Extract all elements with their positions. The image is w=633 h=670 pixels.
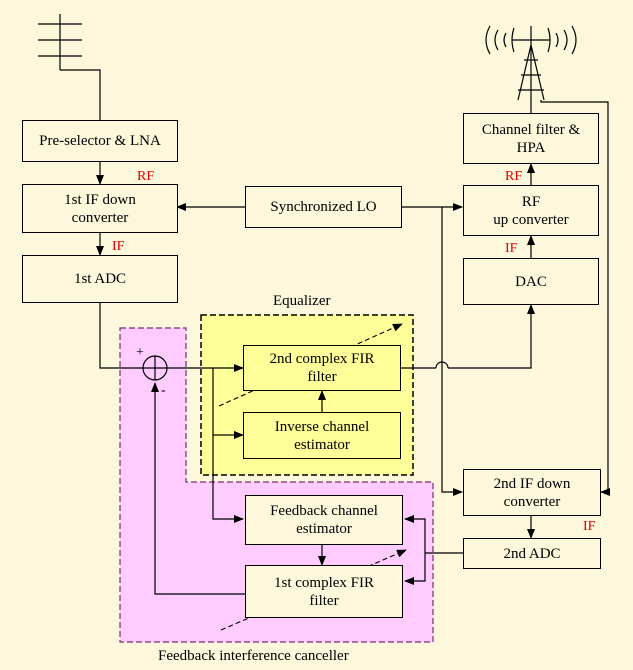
canceller-caption: Feedback interference canceller bbox=[158, 648, 349, 664]
fir-filter-2-block: 2nd complex FIR filter bbox=[243, 345, 401, 391]
transmit-antenna-icon bbox=[485, 25, 577, 113]
if-label-bottom: IF bbox=[583, 519, 596, 534]
feedback-channel-estimator-block: Feedback channel estimator bbox=[245, 495, 403, 545]
rf-label-right: RF bbox=[505, 169, 523, 184]
if-down-converter-2-block: 2nd IF down converter bbox=[463, 469, 601, 516]
inverse-channel-estimator-block: Inverse channel estimator bbox=[243, 412, 401, 459]
if-label-left: IF bbox=[112, 239, 125, 254]
summer-plus-sign: + bbox=[136, 345, 144, 360]
synchronized-lo-block: Synchronized LO bbox=[245, 186, 402, 228]
if-down-converter-1-block: 1st IF down converter bbox=[22, 184, 178, 233]
fir-filter-1-block: 1st complex FIR filter bbox=[245, 565, 403, 618]
channel-filter-hpa-block: Channel filter & HPA bbox=[463, 113, 599, 164]
rf-up-converter-block: RF up converter bbox=[463, 185, 599, 236]
receive-antenna-icon bbox=[38, 14, 101, 120]
adc-2-block: 2nd ADC bbox=[463, 538, 601, 569]
signal-wires bbox=[96, 100, 610, 595]
dac-block: DAC bbox=[463, 258, 599, 305]
summer-minus-sign: - bbox=[161, 383, 166, 398]
preselector-lna-block: Pre-selector & LNA bbox=[22, 120, 178, 162]
adc-1-block: 1st ADC bbox=[22, 255, 178, 303]
rf-label-left: RF bbox=[137, 169, 155, 184]
if-label-right: IF bbox=[505, 241, 518, 256]
equalizer-caption: Equalizer bbox=[273, 293, 331, 309]
canceller-region bbox=[119, 327, 434, 643]
summing-junction-icon bbox=[142, 355, 168, 381]
